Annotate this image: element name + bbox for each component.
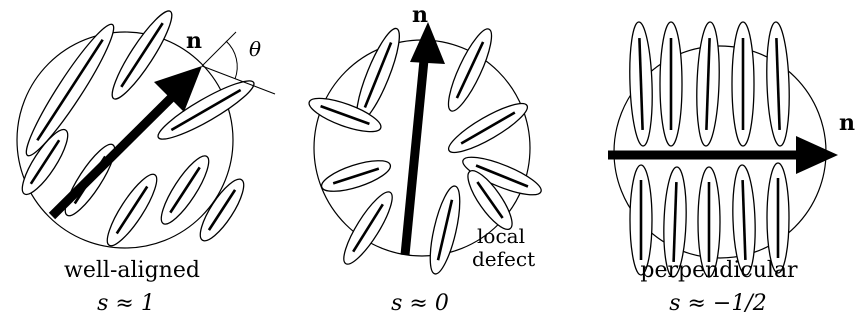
molecule: [732, 164, 756, 276]
director-label: n: [412, 2, 428, 28]
molecule: [696, 21, 720, 147]
molecule: [199, 178, 245, 242]
molecule: [21, 128, 69, 196]
order-parameter-value: s ≈ 0: [391, 291, 449, 316]
molecule: [697, 166, 721, 278]
molecule: [320, 160, 392, 192]
order-parameter-value: s ≈ 1: [97, 291, 155, 316]
sample-circle: [16, 31, 234, 249]
director-label: n: [186, 28, 202, 54]
molecule: [308, 97, 382, 133]
panel-caption: perpendicular: [640, 258, 798, 283]
molecule-group: [629, 21, 790, 278]
molecule: [106, 173, 158, 247]
reference-line: [201, 65, 276, 95]
molecule: [157, 80, 255, 140]
reference-line: [201, 31, 237, 67]
director-arrow-shaft: [400, 59, 429, 256]
order-parameter-value: s ≈ −1/2: [669, 291, 767, 316]
director-arrow-shaft: [48, 93, 176, 220]
director-label: n: [839, 110, 855, 136]
molecule: [429, 185, 461, 275]
panel-caption: well-aligned: [64, 258, 200, 283]
molecule: [766, 21, 790, 147]
molecule: [467, 169, 513, 231]
angle-label: θ: [249, 37, 261, 61]
defect-annotation-line1: local: [477, 224, 525, 248]
molecule-group: [21, 10, 255, 247]
molecule: [160, 155, 210, 225]
molecule: [731, 21, 755, 147]
molecule: [629, 164, 653, 276]
director-arrow-head: [154, 66, 202, 112]
director-arrow-head: [796, 136, 838, 174]
molecule: [447, 28, 493, 112]
molecule: [663, 166, 687, 278]
angle-arc: [225, 40, 238, 80]
molecule: [462, 156, 542, 196]
panel-perpendicular: n perpendicular s ≈ −1/2: [608, 21, 855, 316]
molecule: [447, 102, 529, 154]
molecule: [766, 162, 790, 274]
molecule-group: [308, 27, 542, 275]
defect-annotation-line2: defect: [472, 247, 535, 271]
molecule: [629, 21, 653, 147]
director-arrow-head: [410, 22, 445, 64]
molecule: [343, 191, 393, 265]
molecule: [111, 10, 173, 100]
panel-well-aligned: n θ well-aligned s ≈ 1: [16, 10, 276, 316]
molecule: [659, 21, 683, 147]
panel-local-defect: n local defect s ≈ 0: [308, 2, 542, 316]
molecule: [25, 23, 115, 157]
